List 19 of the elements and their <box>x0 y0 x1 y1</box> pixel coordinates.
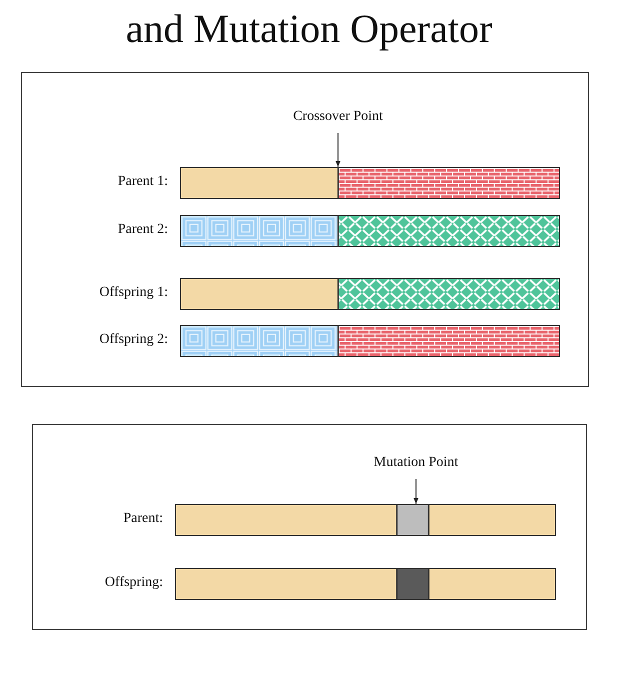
panel-frame <box>32 424 587 630</box>
chromosome-bar <box>175 504 556 536</box>
arrow <box>414 478 418 504</box>
chromosome-bar <box>180 325 560 357</box>
chromosome-bar <box>175 568 556 600</box>
row-label: Parent 2: <box>116 222 168 238</box>
point-label: Mutation Point <box>316 455 516 475</box>
row-label: Parent: <box>122 511 163 527</box>
arrow <box>336 132 340 168</box>
chromosome-bar <box>180 215 560 247</box>
row-label: Offspring: <box>104 575 163 591</box>
row-label: Offspring 2: <box>98 332 168 348</box>
chromosome-bar <box>180 278 560 310</box>
title: and Mutation Operator <box>124 5 494 53</box>
chromosome-bar <box>180 167 560 199</box>
row-label: Parent 1: <box>116 174 168 190</box>
point-label: Crossover Point <box>238 109 438 129</box>
panel-frame <box>21 72 589 387</box>
row-label: Offspring 1: <box>98 285 168 301</box>
